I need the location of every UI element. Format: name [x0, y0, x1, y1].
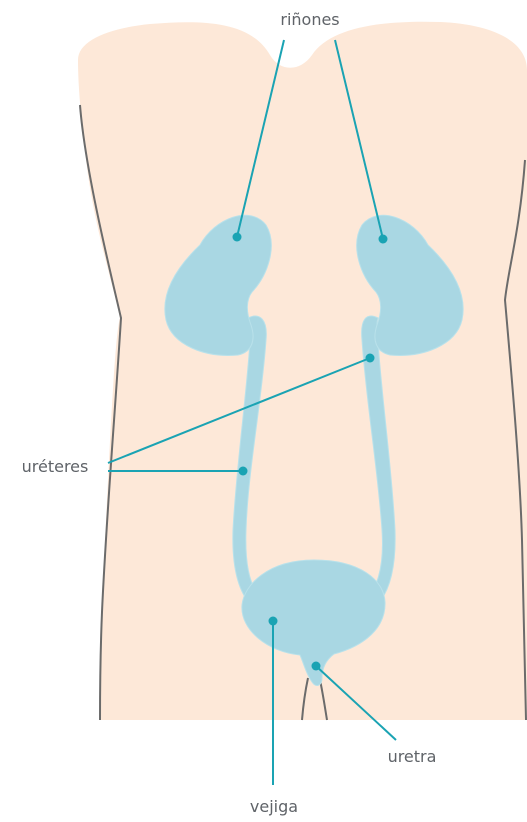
- urethra-dot: [312, 662, 321, 671]
- right-ureter-dot: [366, 354, 375, 363]
- ureters-label: uréteres: [22, 457, 89, 476]
- left-ureter-dot: [239, 467, 248, 476]
- left-kidney-dot: [233, 233, 242, 242]
- bladder-label: vejiga: [250, 797, 298, 816]
- kidneys-label: riñones: [280, 10, 339, 29]
- bladder-dot: [269, 617, 278, 626]
- urethra-label: uretra: [388, 747, 437, 766]
- right-kidney-dot: [379, 235, 388, 244]
